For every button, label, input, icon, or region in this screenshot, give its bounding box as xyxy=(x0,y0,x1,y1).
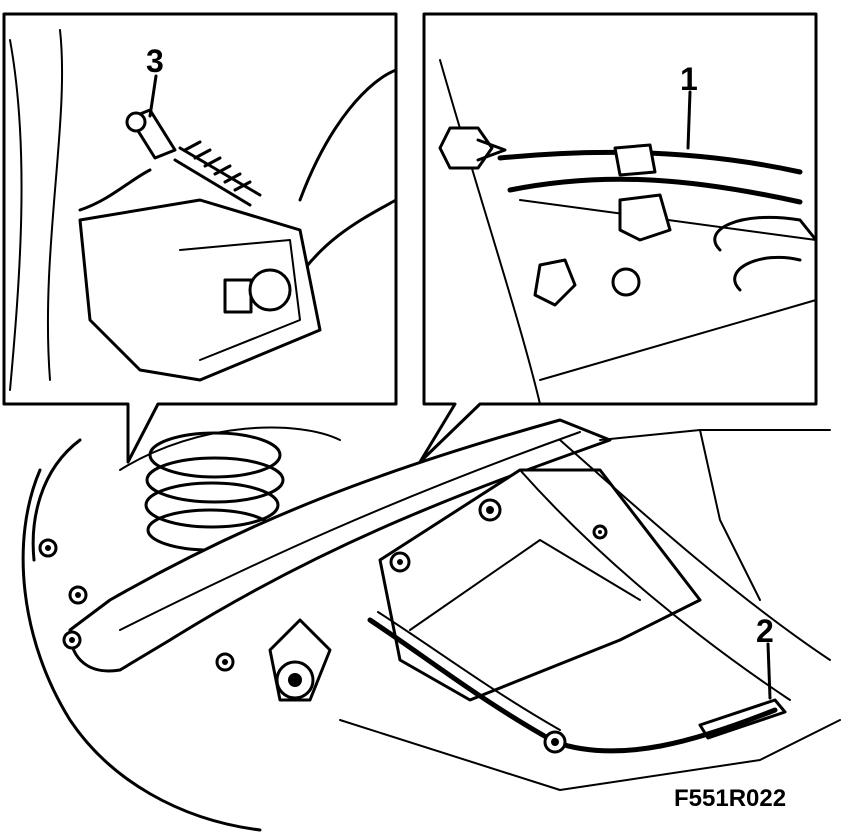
wheel-outline xyxy=(21,468,262,832)
adjuster-spring xyxy=(173,140,262,207)
brake-cable-inner xyxy=(377,611,561,731)
bolts xyxy=(38,498,608,672)
callout-2-leader xyxy=(766,642,772,700)
callout-3-leader xyxy=(148,74,158,118)
inset-left-curve-2 xyxy=(46,29,64,381)
floor-line-4 xyxy=(599,429,831,441)
callout-1-leader xyxy=(686,90,692,150)
inset-detail-left xyxy=(2,12,398,464)
inset-right-rail xyxy=(439,59,541,405)
inset-right-frame xyxy=(418,12,818,464)
subframe-beam xyxy=(378,468,702,702)
cable-clip xyxy=(613,143,657,177)
arm-ridge xyxy=(119,431,581,631)
inset-right-slot xyxy=(713,215,818,252)
inset-left-curve-3 xyxy=(298,68,398,202)
caliper-detail xyxy=(179,239,301,361)
inset-right-nut xyxy=(533,258,577,307)
wheel-arc xyxy=(31,438,82,562)
clip-tab xyxy=(618,193,672,242)
caliper-bolt xyxy=(223,278,253,314)
callout-1: 1 xyxy=(680,61,698,97)
inset-right-panel-bottom xyxy=(539,299,817,381)
inset-left-lever xyxy=(78,168,152,212)
cable-bracket xyxy=(698,698,787,740)
caliper-bolt-head xyxy=(248,268,292,312)
beam-edge xyxy=(409,539,641,631)
plug-hole xyxy=(611,267,641,297)
inset-left-curve-1 xyxy=(9,39,23,391)
bolt-tip xyxy=(476,138,507,162)
floor-line-2 xyxy=(559,439,831,661)
cable-lower xyxy=(507,176,803,205)
inset-left-frame xyxy=(2,12,398,464)
floor-line-5 xyxy=(699,429,761,601)
inset-right-slot-lower xyxy=(733,255,802,292)
floor-line-1 xyxy=(519,469,791,701)
underbody-main-view xyxy=(21,418,841,832)
adjuster-nut xyxy=(125,111,147,133)
inset-right-bolt xyxy=(438,126,494,170)
callout-3: 3 xyxy=(146,43,164,79)
inset-detail-right xyxy=(418,12,818,464)
floor-line-3 xyxy=(339,719,841,791)
figure-code: F551R022 xyxy=(674,785,786,812)
callout-2: 2 xyxy=(756,613,774,649)
